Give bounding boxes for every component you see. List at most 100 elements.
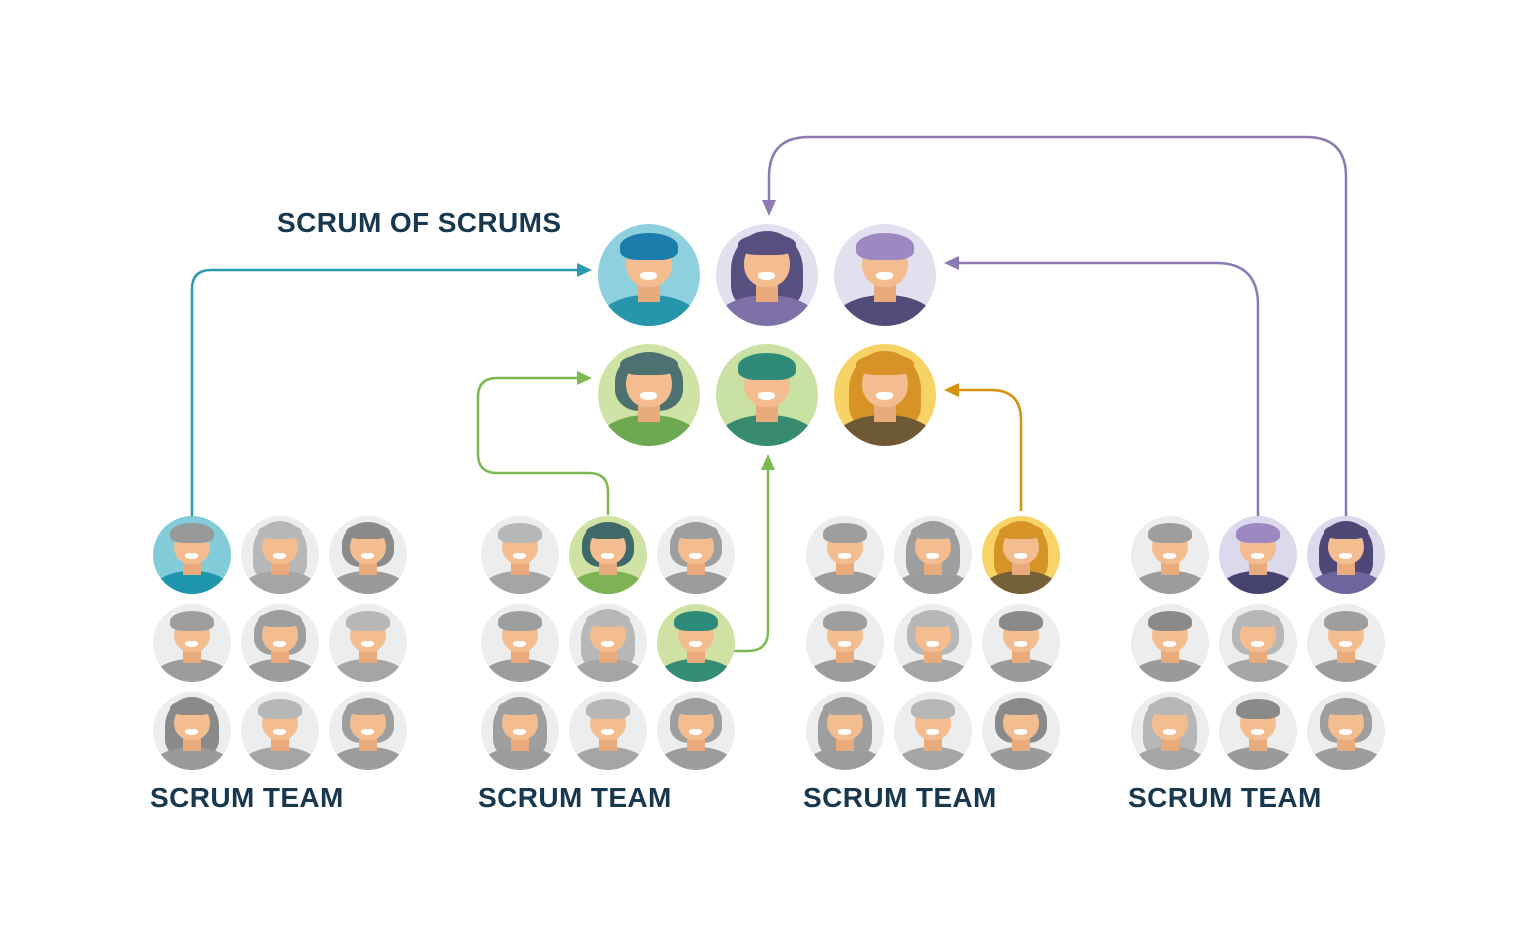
- shirt: [241, 746, 319, 770]
- shirt: [1307, 746, 1385, 770]
- smile: [1162, 552, 1177, 559]
- scrum-team-4: SCRUM TEAM: [1128, 516, 1385, 813]
- team-4-label: SCRUM TEAM: [1128, 782, 1322, 813]
- hair-front: [1236, 611, 1280, 628]
- shirt: [806, 570, 884, 594]
- neck: [599, 561, 617, 576]
- neck: [687, 649, 705, 664]
- neck: [1337, 737, 1355, 752]
- shirt: [569, 570, 647, 594]
- smile: [272, 552, 287, 559]
- neck: [1337, 649, 1355, 664]
- neck: [511, 561, 529, 576]
- smile: [600, 552, 615, 559]
- shirt: [1131, 658, 1209, 682]
- neck: [687, 561, 705, 576]
- team-2-label: SCRUM TEAM: [478, 782, 672, 813]
- hair-front: [738, 234, 796, 255]
- neck: [637, 283, 661, 302]
- avatar-gray_mid: [806, 604, 884, 682]
- hair-front: [999, 523, 1043, 540]
- avatar-gray_light: [241, 692, 319, 770]
- avatar-gray_mid: [1131, 516, 1209, 594]
- smile: [688, 552, 703, 559]
- shirt: [153, 570, 231, 594]
- shirt: [894, 746, 972, 770]
- neck: [271, 737, 289, 752]
- hair-front: [674, 611, 718, 632]
- shirt: [657, 658, 735, 682]
- arrowhead-up: [761, 454, 775, 470]
- connector-line: [190, 268, 577, 516]
- smile: [360, 728, 375, 735]
- shirt: [657, 570, 735, 594]
- shirt: [894, 570, 972, 594]
- scrum-of-scrums-group: [598, 224, 936, 446]
- avatar-gray_mid: [1307, 692, 1385, 770]
- shirt: [329, 746, 407, 770]
- avatar-gray_mid: [657, 516, 735, 594]
- avatar-team_yellow: [982, 516, 1060, 594]
- smile: [512, 640, 527, 647]
- hair-front: [346, 523, 390, 540]
- smile: [1162, 640, 1177, 647]
- team-1-grid: [153, 516, 407, 770]
- shirt: [1307, 570, 1385, 594]
- hair-front: [911, 699, 955, 720]
- hair-front: [823, 523, 867, 544]
- avatar-team_purple_dark: [1307, 516, 1385, 594]
- smile: [1013, 728, 1028, 735]
- hair-front: [258, 699, 302, 720]
- shirt: [329, 658, 407, 682]
- arrowhead-left: [944, 256, 959, 270]
- connector-team2-lead2: [733, 454, 775, 653]
- avatar-gray_dark: [1131, 604, 1209, 682]
- team-3-grid: [806, 516, 1060, 770]
- neck: [873, 283, 897, 302]
- smile: [925, 728, 940, 735]
- shirt: [1219, 658, 1297, 682]
- avatar-gray_dark: [329, 516, 407, 594]
- avatar-team_green_woman: [569, 516, 647, 594]
- neck: [1012, 737, 1030, 752]
- hair-front: [1148, 699, 1192, 716]
- shirt: [481, 658, 559, 682]
- avatar-team_green_man: [657, 604, 735, 682]
- avatar-gray_mid: [1307, 604, 1385, 682]
- hair-front: [258, 523, 302, 540]
- neck: [755, 403, 779, 422]
- avatar-gray_mid: [657, 692, 735, 770]
- shirt: [982, 746, 1060, 770]
- connector-line: [959, 261, 1260, 516]
- avatar-gray_dark: [153, 692, 231, 770]
- neck: [924, 649, 942, 664]
- smile: [1338, 728, 1353, 735]
- hair-front: [1324, 523, 1368, 540]
- neck: [1161, 737, 1179, 752]
- smile: [1162, 728, 1177, 735]
- scrum-of-scrums-title: SCRUM OF SCRUMS: [277, 207, 562, 238]
- hair-front: [170, 523, 214, 544]
- shirt: [806, 746, 884, 770]
- neck: [359, 649, 377, 664]
- neck: [637, 403, 661, 422]
- avatar-sos_purple_light: [834, 224, 936, 326]
- avatar-gray_light: [569, 604, 647, 682]
- connector-team4-lead1: [944, 256, 1260, 516]
- neck: [873, 403, 897, 422]
- avatar-team_purple_light: [1219, 516, 1297, 594]
- smile: [757, 271, 776, 281]
- shirt: [1307, 658, 1385, 682]
- smile: [1338, 552, 1353, 559]
- team-3-label: SCRUM TEAM: [803, 782, 997, 813]
- hair-front: [674, 699, 718, 716]
- avatar-team_teal: [153, 516, 231, 594]
- neck: [599, 737, 617, 752]
- smile: [1338, 640, 1353, 647]
- avatar-gray_light: [569, 692, 647, 770]
- shirt: [241, 658, 319, 682]
- smile: [875, 271, 894, 281]
- hair-front: [346, 611, 390, 632]
- avatar-gray_mid: [894, 516, 972, 594]
- neck: [1161, 649, 1179, 664]
